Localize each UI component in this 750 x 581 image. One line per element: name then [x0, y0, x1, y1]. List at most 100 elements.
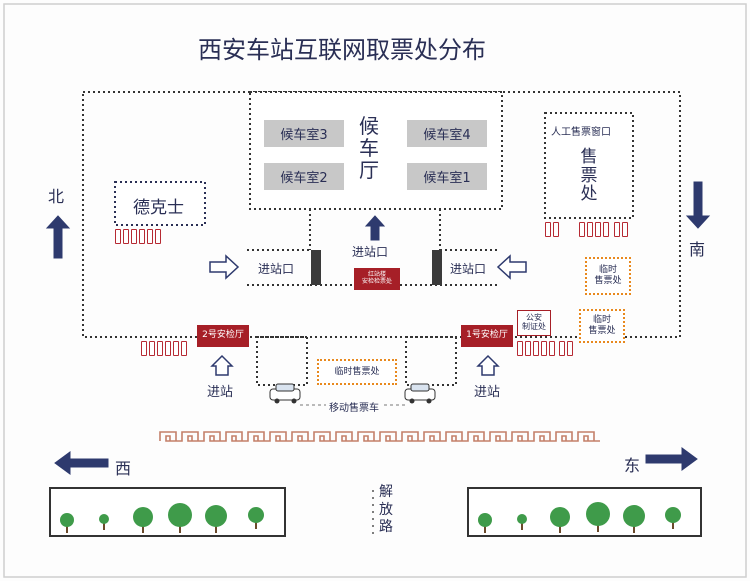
ticket-office-outline	[544, 112, 634, 219]
ticket-machine-icon	[614, 222, 620, 237]
ticket-machines-office-3	[614, 222, 628, 237]
tree-trunk	[103, 522, 105, 530]
tree-icon	[248, 507, 264, 523]
south-arrow-icon	[685, 181, 711, 229]
tree-trunk	[179, 525, 181, 533]
ticket-machine-icon	[157, 341, 163, 356]
dekes-outline	[114, 181, 206, 226]
tree-icon	[205, 505, 227, 527]
park-left	[49, 487, 286, 537]
ticket-machine-icon	[579, 222, 585, 237]
tree-trunk	[142, 525, 144, 533]
ticket-machine-icon	[549, 341, 555, 356]
dekes-label: 德克士	[133, 198, 184, 218]
ticket-machine-icon	[181, 341, 187, 356]
security-hall-2: 2号安检厅	[197, 325, 249, 347]
ticket-machines-bottom-right	[517, 341, 555, 356]
ticket-machine-icon	[155, 229, 161, 244]
ticket-machine-icon	[123, 229, 129, 244]
ticket-machine-icon	[553, 222, 559, 237]
gate-left	[311, 250, 321, 285]
ticket-machines-left	[115, 229, 161, 244]
entrance-left: 进站口	[258, 262, 295, 276]
building-outline	[82, 91, 681, 338]
ticket-machines-office-2	[579, 222, 609, 237]
manual-window-label: 人工售票窗口	[551, 127, 611, 138]
ticket-machine-icon	[165, 341, 171, 356]
tree-icon	[586, 502, 610, 526]
east-label: 东	[624, 456, 641, 475]
tree-trunk	[597, 524, 599, 532]
ticket-machines-bottom-left	[141, 341, 187, 356]
security-center-booth: 红站楼安检检票处	[354, 268, 400, 290]
ticket-machine-icon	[545, 222, 551, 237]
ticket-machine-icon	[587, 222, 593, 237]
home-left-icon	[210, 354, 234, 376]
ticket-machine-icon	[603, 222, 609, 237]
ticket-machine-icon	[115, 229, 121, 244]
tree-icon	[99, 514, 109, 524]
tree-icon	[60, 513, 74, 527]
temp-ticket-top-right: 临时售票处	[585, 257, 631, 295]
ticket-machines-office-1	[545, 222, 559, 237]
road-label: 解放路	[379, 484, 393, 535]
page-title: 西安车站互联网取票处分布	[198, 36, 486, 64]
fence-pattern	[159, 431, 600, 442]
west-label: 西	[115, 459, 132, 478]
waiting-room-2: 候车室2	[264, 163, 344, 190]
tree-icon	[478, 513, 492, 527]
entrance-bottom-left: 进站	[207, 385, 234, 400]
waiting-hall-label: 候车厅	[359, 114, 379, 182]
home-right-icon	[476, 354, 500, 376]
ticket-machine-icon	[173, 341, 179, 356]
ticket-machine-icon	[139, 229, 145, 244]
ticket-machine-icon	[517, 341, 523, 356]
tree-trunk	[484, 525, 486, 533]
tree-trunk	[66, 525, 68, 533]
car-right-icon	[404, 383, 436, 404]
ticket-machine-icon	[131, 229, 137, 244]
north-label: 北	[48, 187, 65, 206]
ticket-machine-icon	[149, 341, 155, 356]
ticket-machines-bottom-right-2	[559, 341, 573, 356]
tree-icon	[623, 505, 645, 527]
police-certificate-booth: 公安制证处	[517, 310, 551, 336]
tree-icon	[168, 503, 192, 527]
waiting-room-1: 候车室1	[407, 163, 487, 190]
ticket-machine-icon	[567, 341, 573, 356]
ticket-machine-icon	[559, 341, 565, 356]
tree-trunk	[633, 525, 635, 533]
tree-trunk	[559, 525, 561, 533]
temp-ticket-mid-right: 临时售票处	[579, 309, 625, 343]
waiting-room-4: 候车室4	[407, 120, 487, 147]
security-hall-1: 1号安检厅	[461, 325, 513, 347]
ticket-machine-icon	[141, 341, 147, 356]
entrance-center: 进站口	[352, 245, 389, 259]
gate-right	[432, 250, 442, 285]
ticket-machine-icon	[525, 341, 531, 356]
east-arrow-icon	[645, 447, 698, 471]
entrance-right: 进站口	[450, 262, 487, 276]
tree-icon	[665, 507, 681, 523]
ticket-machine-icon	[533, 341, 539, 356]
north-arrow-icon	[45, 215, 71, 259]
tree-icon	[517, 514, 527, 524]
tree-icon	[550, 507, 570, 527]
ticket-machine-icon	[541, 341, 547, 356]
tree-trunk	[215, 525, 217, 533]
tree-trunk	[521, 522, 523, 530]
left-hollow-arrow-icon	[496, 254, 527, 280]
ticket-machine-icon	[147, 229, 153, 244]
south-label: 南	[689, 240, 706, 259]
tree-trunk	[255, 521, 257, 529]
ticket-machine-icon	[622, 222, 628, 237]
right-hollow-arrow-icon	[209, 254, 240, 280]
temp-ticket-bottom: 临时售票处	[317, 359, 397, 385]
tree-trunk	[672, 521, 674, 529]
park-right	[467, 487, 702, 537]
car-left-icon	[269, 383, 301, 404]
ticket-machine-icon	[595, 222, 601, 237]
tree-icon	[133, 507, 153, 527]
waiting-room-3: 候车室3	[264, 120, 344, 147]
